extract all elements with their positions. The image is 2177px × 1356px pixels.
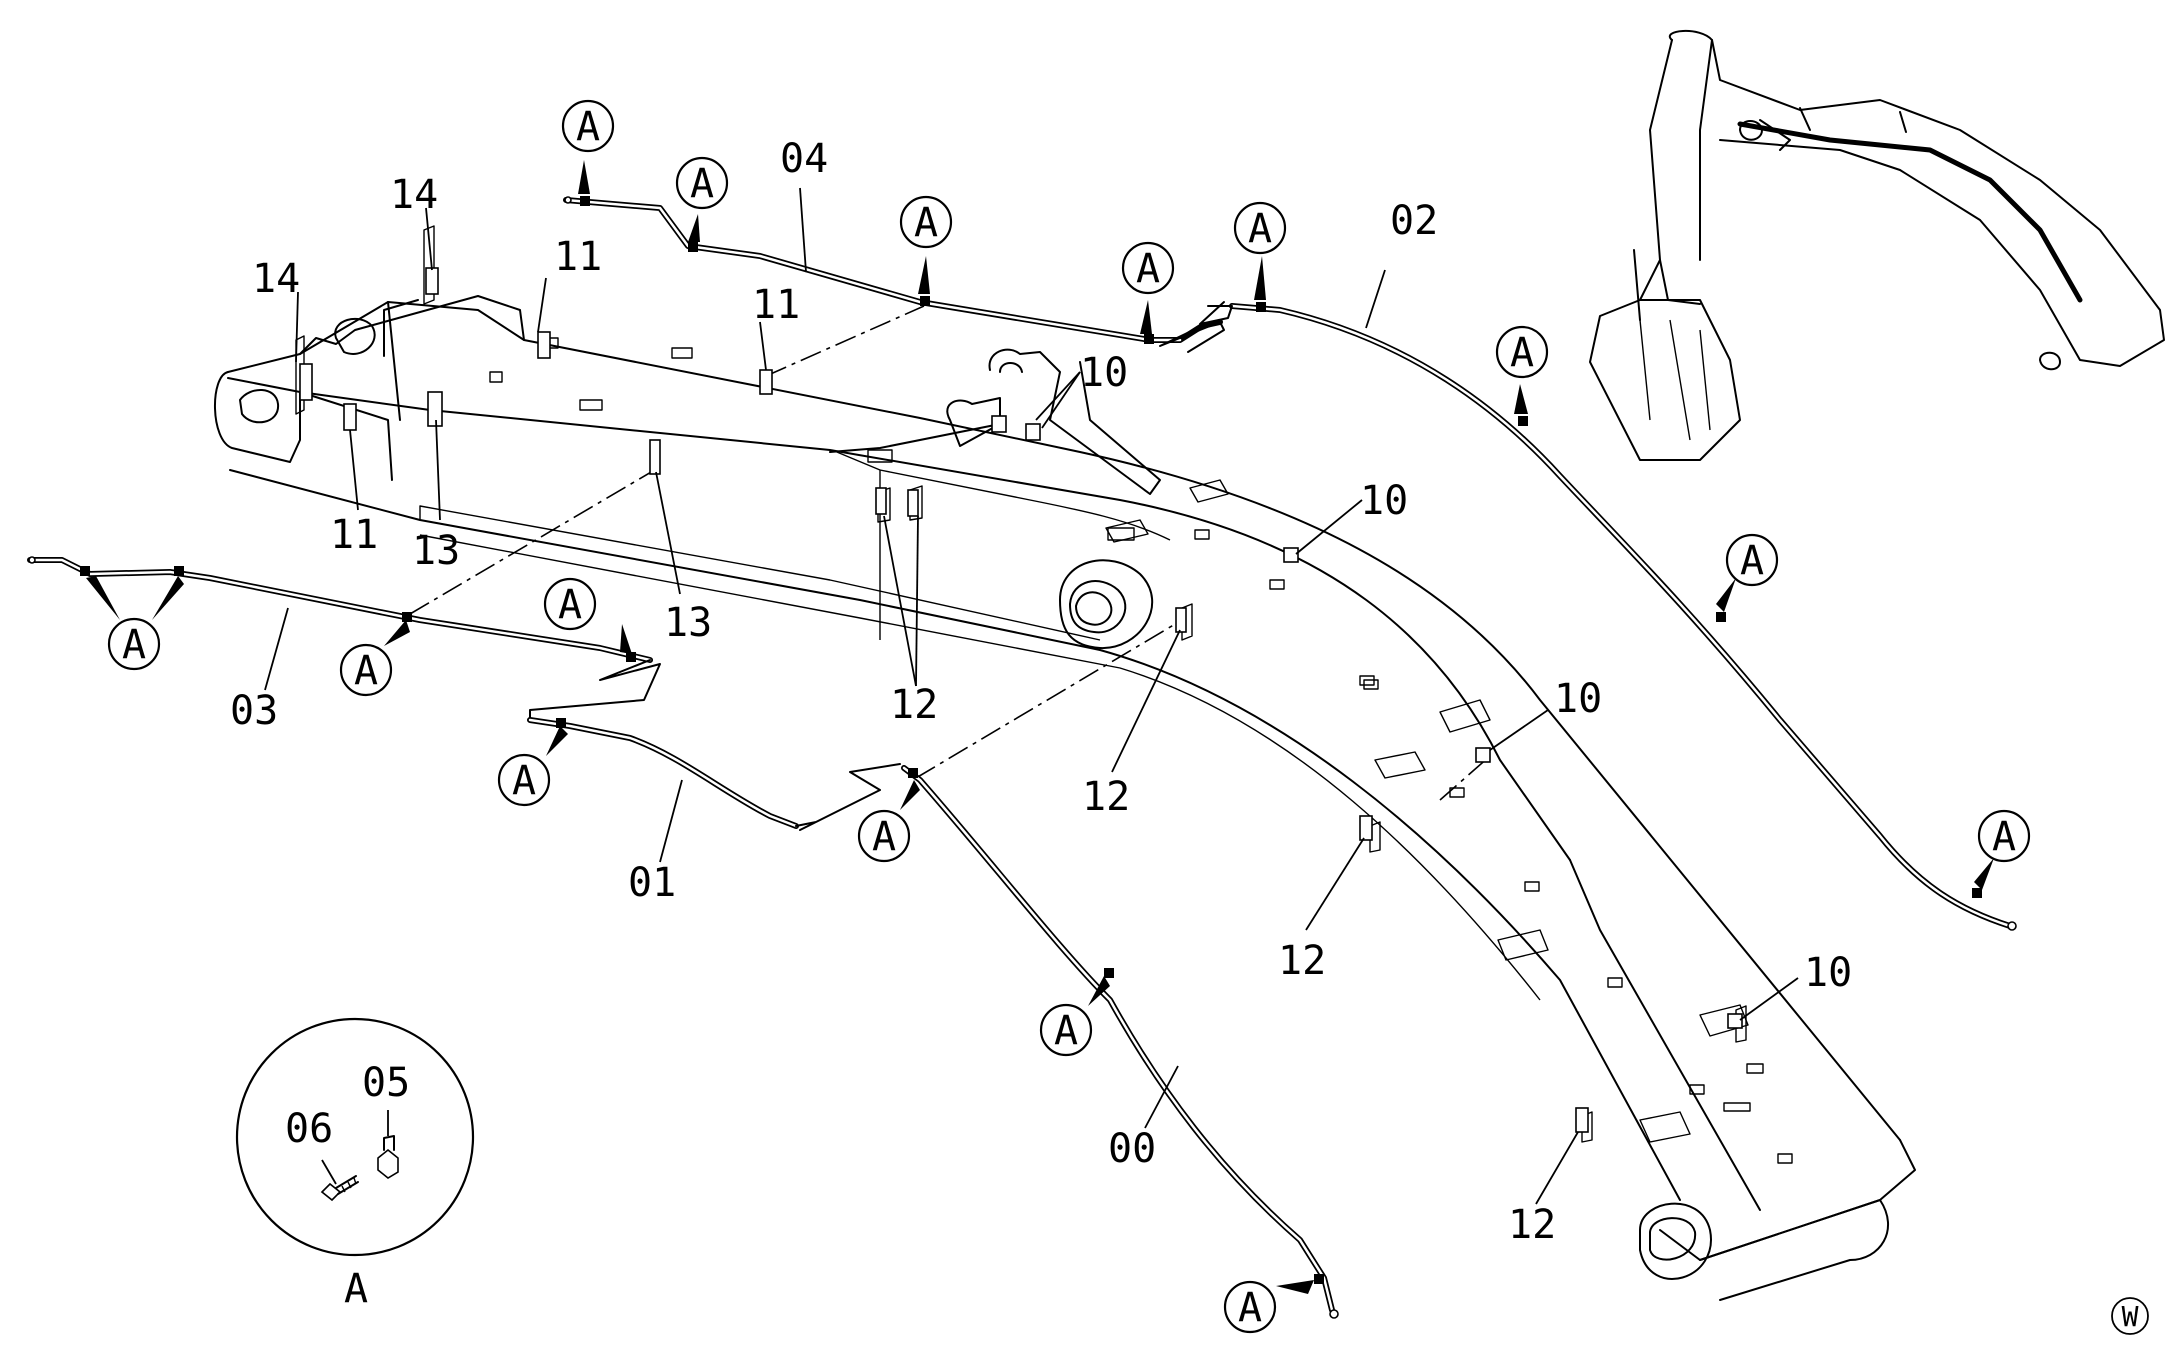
callout-a-01: A bbox=[497, 726, 568, 807]
label-12-c: 12 bbox=[1278, 938, 1326, 984]
svg-text:A: A bbox=[1248, 206, 1272, 252]
callout-a-02-c: A bbox=[1716, 533, 1779, 612]
corner-mark: W bbox=[2111, 1297, 2149, 1335]
callout-a-03-left: A bbox=[86, 576, 184, 671]
callout-a-04-c: A bbox=[899, 195, 953, 294]
label-12-a: 12 bbox=[890, 682, 938, 728]
label-10-a: 10 bbox=[1080, 350, 1128, 396]
label-13-b: 13 bbox=[664, 600, 712, 646]
label-06: 06 bbox=[285, 1106, 333, 1152]
callout-a-00-c: A bbox=[1223, 1280, 1314, 1334]
callout-bubbles: A A A A A A A bbox=[86, 99, 2031, 1334]
svg-text:A: A bbox=[354, 648, 378, 694]
label-11-c: 11 bbox=[330, 512, 378, 558]
part-labels: 00 01 02 03 04 10 10 10 10 11 11 11 12 1… bbox=[230, 136, 1852, 1248]
svg-text:A: A bbox=[1992, 814, 2016, 860]
callout-a-04-d: A bbox=[1121, 241, 1175, 334]
label-10-d: 10 bbox=[1804, 950, 1852, 996]
detail-a-view: 06 05 A bbox=[235, 1017, 475, 1312]
label-14-b: 14 bbox=[252, 256, 300, 302]
label-11-b: 11 bbox=[752, 282, 800, 328]
clamp-brackets bbox=[295, 225, 1743, 1133]
callout-a-02-a: A bbox=[1233, 201, 1287, 300]
corner-mark-text: W bbox=[2122, 1300, 2139, 1333]
callout-a-03-b: A bbox=[339, 620, 410, 697]
label-13-a: 13 bbox=[412, 528, 460, 574]
clip-05 bbox=[377, 1135, 399, 1179]
label-14-a: 14 bbox=[390, 172, 438, 218]
callout-a-00-a: A bbox=[857, 780, 920, 863]
pipe-04 bbox=[563, 197, 1223, 343]
svg-text:A: A bbox=[558, 582, 582, 628]
svg-text:A: A bbox=[690, 161, 714, 207]
svg-text:A: A bbox=[512, 758, 536, 804]
svg-text:A: A bbox=[1136, 246, 1160, 292]
svg-text:A: A bbox=[1238, 1285, 1262, 1331]
svg-text:A: A bbox=[872, 814, 896, 860]
centerline-leaders bbox=[409, 305, 1491, 801]
callout-a-02-b: A bbox=[1495, 325, 1549, 414]
callout-a-04-b: A bbox=[675, 156, 729, 242]
label-03: 03 bbox=[230, 688, 278, 734]
svg-text:A: A bbox=[1054, 1008, 1078, 1054]
excavator-thumbnail bbox=[1589, 29, 2165, 461]
label-leaders bbox=[264, 187, 1799, 1205]
label-10-c: 10 bbox=[1554, 676, 1602, 722]
label-01: 01 bbox=[628, 860, 676, 906]
label-05: 05 bbox=[362, 1060, 410, 1106]
pipe-01 bbox=[527, 717, 799, 829]
label-04: 04 bbox=[780, 136, 828, 182]
callout-a-03-c: A bbox=[543, 577, 632, 654]
callout-a-00-b: A bbox=[1039, 976, 1110, 1057]
detail-a-label: A bbox=[344, 1266, 368, 1312]
pipe-clamps bbox=[80, 196, 1982, 1284]
bolt-06 bbox=[320, 1175, 359, 1202]
label-00: 00 bbox=[1108, 1126, 1156, 1172]
label-11-a: 11 bbox=[554, 234, 602, 280]
svg-text:A: A bbox=[914, 200, 938, 246]
pipe-00 bbox=[901, 765, 1335, 1313]
callout-a-04-left: A bbox=[561, 99, 615, 194]
svg-text:A: A bbox=[1510, 330, 1534, 376]
label-10-b: 10 bbox=[1360, 478, 1408, 524]
svg-text:A: A bbox=[1740, 538, 1764, 584]
label-12-b: 12 bbox=[1082, 774, 1130, 820]
callout-a-text: A bbox=[576, 104, 600, 150]
svg-text:A: A bbox=[122, 622, 146, 668]
callout-a-02-d: A bbox=[1974, 809, 2031, 890]
label-12-d: 12 bbox=[1508, 1202, 1556, 1248]
label-02: 02 bbox=[1390, 198, 1438, 244]
boom-structure bbox=[213, 295, 1916, 1301]
pipe-02 bbox=[1229, 303, 2013, 929]
